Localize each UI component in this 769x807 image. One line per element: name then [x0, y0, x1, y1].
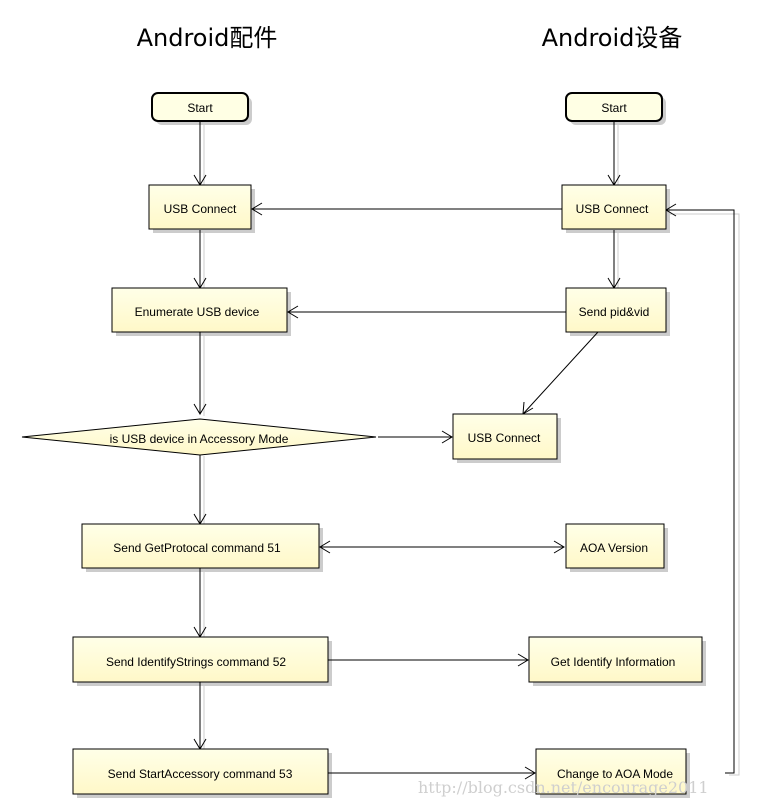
usb-connect-accessory-node: USB Connect	[148, 184, 252, 230]
enumerate-usb-device-label: Enumerate USB device	[135, 305, 260, 319]
lane-title-device: Android设备	[542, 24, 683, 52]
accessory-mode-decision-label: is USB device in Accessory Mode	[110, 432, 289, 446]
start-node-device: Start	[565, 92, 663, 122]
get-identify-information-label: Get Identify Information	[551, 655, 676, 669]
send-pid-vid-label: Send pid&vid	[579, 305, 650, 319]
change-to-aoa-mode-label: Change to AOA Mode	[557, 767, 673, 781]
send-startaccessory-label: Send StartAccessory command 53	[108, 767, 293, 781]
send-getprotocol-label: Send GetProtocal command 51	[113, 541, 281, 555]
aoa-version-node: AOA Version	[565, 523, 665, 569]
lane-title-accessory: Android配件	[137, 24, 278, 52]
aoa-version-label: AOA Version	[580, 541, 648, 555]
change-to-aoa-mode-node: Change to AOA Mode	[535, 748, 687, 795]
send-identifystrings-label: Send IdentifyStrings command 52	[106, 655, 286, 669]
start-node-accessory: Start	[151, 92, 249, 122]
usb-connect-accessory-label: USB Connect	[164, 202, 237, 216]
usb-connect-device-node: USB Connect	[561, 184, 667, 230]
connectors	[193, 120, 740, 780]
send-startaccessory-node: Send StartAccessory command 53	[72, 748, 329, 795]
start-node-accessory-label: Start	[187, 101, 213, 115]
usb-connect-result-node: USB Connect	[452, 413, 558, 460]
get-identify-information-node: Get Identify Information	[528, 636, 703, 683]
send-getprotocol-node: Send GetProtocal command 51	[81, 523, 320, 569]
send-identifystrings-node: Send IdentifyStrings command 52	[72, 636, 329, 683]
usb-connect-device-label: USB Connect	[576, 202, 649, 216]
send-pid-vid-node: Send pid&vid	[565, 287, 667, 333]
accessory-mode-decision: is USB device in Accessory Mode	[21, 418, 377, 456]
enumerate-usb-device-node: Enumerate USB device	[111, 287, 288, 333]
usb-connect-result-label: USB Connect	[468, 431, 541, 445]
start-node-device-label: Start	[601, 101, 627, 115]
watermark-text: http://blog.csdn.net/encourage2011	[418, 778, 709, 797]
